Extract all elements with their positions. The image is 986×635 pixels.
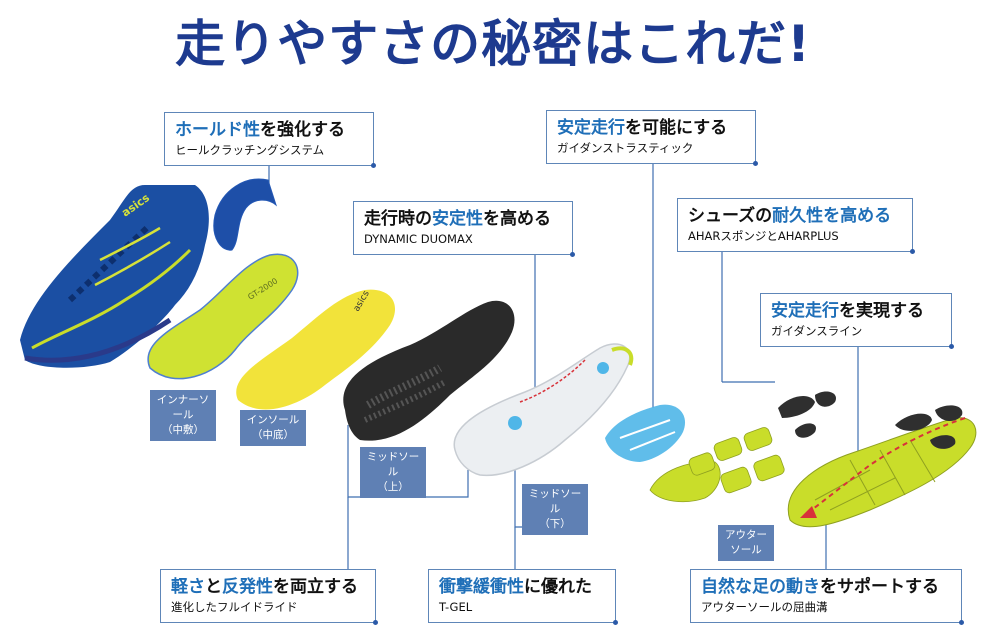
callout-dot: [753, 161, 758, 166]
tag-outsole-line2: ソール: [730, 544, 762, 556]
callout-durability-pre: シューズの: [688, 206, 773, 226]
callout-hold: ホールド性を強化する ヒールクラッチングシステム: [164, 112, 376, 168]
callout-natural-highlight: 自然な足の動き: [701, 577, 820, 597]
callout-durability-highlight: 耐久性を高める: [772, 206, 892, 226]
tag-midsole-bottom-line1: ミッドソール: [528, 488, 582, 515]
callout-dot: [613, 620, 618, 625]
callout-guideline-rest: を実現する: [839, 301, 924, 321]
tag-insole-line2: （中底）: [252, 429, 294, 441]
callout-guideline-sub: ガイダンスライン: [771, 324, 863, 338]
midsole-bottom-piece: [453, 343, 631, 477]
callout-stability-highlight: 安定性: [432, 209, 483, 229]
midsole-top-piece: [343, 300, 515, 441]
tag-inner-sole-line2: （中敷）: [162, 424, 204, 436]
callout-durability: シューズの耐久性を高める AHARスポンジとAHARPLUS: [677, 198, 915, 254]
callout-guideline-highlight: 安定走行: [771, 301, 839, 321]
callout-guideline: 安定走行を実現する ガイダンスライン: [760, 293, 954, 349]
t-gel-fore: [597, 362, 609, 374]
outsole-pods-left: [649, 427, 785, 503]
callout-natural-sub: アウターソールの屈曲溝: [701, 600, 828, 614]
callout-guide-highlight: 安定走行: [557, 118, 625, 138]
tag-midsole-bottom-line2: （下）: [539, 518, 571, 530]
callout-guide-rest: を可能にする: [625, 118, 728, 138]
callout-hold-sub: ヒールクラッチングシステム: [175, 143, 325, 157]
callout-guide: 安定走行を可能にする ガイダンストラスティック: [546, 110, 758, 166]
shoe-illustration: asics: [20, 185, 209, 368]
callout-cushion: 衝撃緩衝性に優れた T-GEL: [428, 569, 618, 625]
callout-dot: [959, 620, 964, 625]
callout-natural-rest: をサポートする: [820, 577, 939, 597]
tag-inner-sole: インナーソール （中敷）: [150, 390, 216, 441]
tag-outsole-line1: アウター: [725, 529, 767, 541]
callout-dot: [949, 344, 954, 349]
callout-natural: 自然な足の動きをサポートする アウターソールの屈曲溝: [690, 569, 964, 625]
callout-cushion-sub: T-GEL: [439, 600, 473, 614]
callout-light-sub: 進化したフルイドライド: [171, 600, 298, 614]
callout-dot: [910, 249, 915, 254]
inner-sole-piece: [147, 253, 299, 380]
tag-outsole: アウター ソール: [718, 525, 774, 561]
callout-durability-sub: AHARスポンジとAHARPLUS: [688, 229, 839, 243]
callout-guide-sub: ガイダンストラスティック: [557, 141, 694, 155]
page-title: 走りやすさの秘密はこれだ!: [175, 15, 811, 73]
outsole-rubber-right: [895, 405, 963, 449]
tag-midsole-top-line2: （上）: [377, 481, 409, 493]
guidance-line-arrow: [804, 417, 966, 516]
callout-dot: [570, 252, 575, 257]
tag-midsole-top: ミッドソール （上）: [360, 447, 426, 498]
tag-midsole-bottom: ミッドソール （下）: [522, 484, 588, 535]
callout-light-rest: を両立する: [273, 577, 358, 597]
t-gel-heel: [508, 416, 522, 430]
heel-counter-piece: [213, 178, 278, 251]
callout-cushion-rest: に優れた: [524, 577, 592, 597]
tag-insole: インソール （中底）: [240, 410, 306, 446]
callout-dot: [371, 163, 376, 168]
callout-hold-rest: を強化する: [260, 120, 345, 140]
callout-light-highlight-1: 軽さ: [171, 577, 205, 597]
tag-midsole-top-line1: ミッドソール: [366, 451, 420, 478]
guidance-trusstic-piece: [605, 404, 686, 462]
outsole-right-piece: [787, 417, 977, 528]
callout-light: 軽さと反発性を両立する 進化したフルイドライド: [160, 569, 378, 625]
tag-inner-sole-line1: インナーソール: [156, 394, 210, 421]
callout-stability-pre: 走行時の: [364, 209, 432, 229]
callout-stability-sub: DYNAMIC DUOMAX: [364, 232, 473, 246]
outsole-rubber-left: [778, 391, 836, 438]
callout-light-highlight-2: 反発性: [222, 577, 273, 597]
callout-cushion-highlight: 衝撃緩衝性: [439, 577, 524, 597]
callout-light-mid: と: [205, 577, 222, 597]
insole-piece: [236, 289, 396, 410]
callout-stability-rest: を高める: [483, 209, 551, 229]
callout-hold-highlight: ホールド性: [175, 120, 260, 140]
callout-dot: [373, 620, 378, 625]
tag-insole-line1: インソール: [246, 414, 300, 426]
callout-stability: 走行時の安定性を高める DYNAMIC DUOMAX: [353, 201, 575, 257]
